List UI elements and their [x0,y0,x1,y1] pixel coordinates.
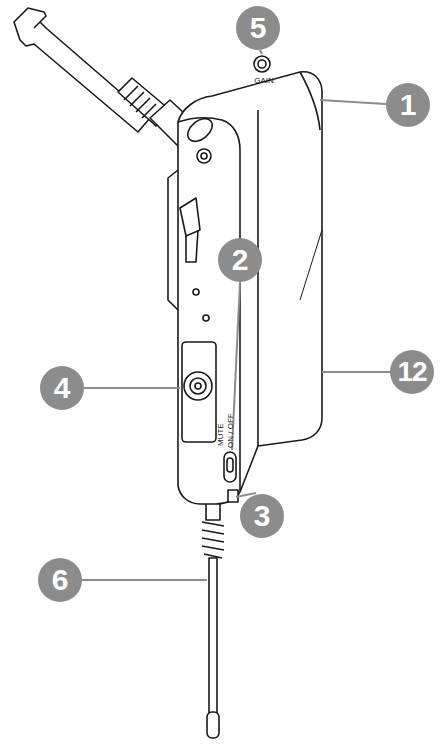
callout-number: 1 [386,83,430,127]
callout-number: 3 [240,494,284,538]
callout-number: 5 [236,6,280,50]
callout-number: 12 [390,350,434,394]
control-label: GAIN [254,76,274,85]
callout-number: 4 [40,366,84,410]
callout-number: 6 [38,558,82,602]
control-label: MUTE [216,423,225,446]
callout-number: 2 [218,238,262,282]
control-label: ON / OFF [226,413,235,448]
